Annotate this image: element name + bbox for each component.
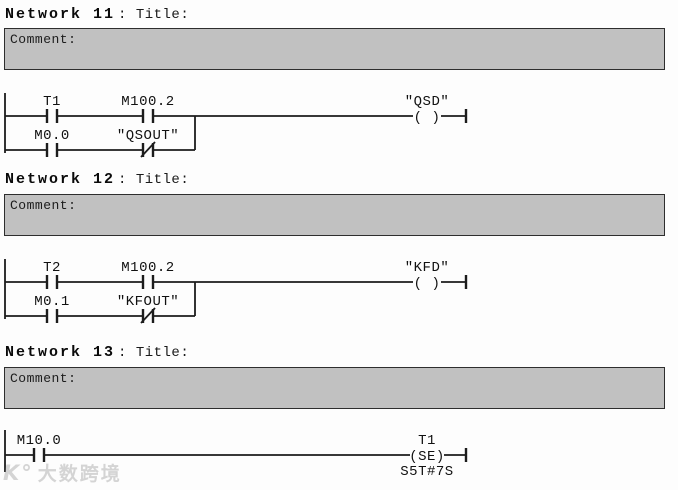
network-name[interactable]: Network 11	[5, 6, 116, 23]
rung-wires	[5, 281, 466, 317]
no-contact-m10-0[interactable]: M10.0	[17, 433, 62, 462]
se-timer-coil-t1[interactable]: T1 (SE) S5T#7S	[400, 433, 453, 480]
no-contact-m100-2[interactable]: M100.2	[121, 260, 174, 289]
comment-label[interactable]: Comment:	[10, 32, 77, 47]
output-coil-kfd[interactable]: "KFD" ( )	[405, 260, 450, 292]
se-coil-symbol[interactable]: (SE)	[409, 449, 445, 465]
network-12-comment-box[interactable]: Comment:	[4, 194, 665, 236]
watermark-text: 大数跨境	[37, 463, 122, 485]
network-title[interactable]: : Title:	[118, 172, 190, 188]
no-contact-t2[interactable]: T2	[43, 260, 61, 289]
network-13-rung: M10.0 T1 (SE) S5T#7S	[4, 430, 468, 480]
contact-operand-label[interactable]: "KFOUT"	[117, 294, 179, 310]
timer-operand-label[interactable]: T1	[418, 433, 436, 449]
contact-operand-label[interactable]: M10.0	[17, 433, 62, 449]
watermark: K°大数跨境	[3, 459, 122, 486]
network-title[interactable]: : Title:	[118, 345, 190, 361]
network-11-comment-box[interactable]: Comment:	[4, 28, 665, 70]
network-13-comment-box[interactable]: Comment:	[4, 367, 665, 409]
contact-operand-label[interactable]: M100.2	[121, 260, 174, 276]
network-12-header: Network 12: Title:	[5, 170, 189, 188]
rung-wires	[5, 115, 466, 151]
comment-label[interactable]: Comment:	[10, 198, 77, 213]
coil-operand-label[interactable]: "KFD"	[405, 260, 450, 276]
contact-operand-label[interactable]: M0.0	[34, 128, 70, 144]
timer-duration-value[interactable]: S5T#7S	[400, 464, 453, 480]
nc-contact-qsout[interactable]: "QSOUT"	[117, 128, 179, 158]
nc-contact-kfout[interactable]: "KFOUT"	[117, 294, 179, 324]
output-coil-qsd[interactable]: "QSD" ( )	[405, 94, 450, 126]
no-contact-m100-2[interactable]: M100.2	[121, 94, 174, 123]
coil-symbol[interactable]: ( )	[414, 276, 441, 292]
contact-operand-label[interactable]: "QSOUT"	[117, 128, 179, 144]
watermark-logo-icon: K°	[3, 461, 34, 485]
contact-operand-label[interactable]: M0.1	[34, 294, 70, 310]
coil-operand-label[interactable]: "QSD"	[405, 94, 450, 110]
network-title[interactable]: : Title:	[118, 7, 190, 23]
coil-symbol[interactable]: ( )	[414, 110, 441, 126]
contact-operand-label[interactable]: T2	[43, 260, 61, 276]
no-contact-m0-0[interactable]: M0.0	[34, 128, 70, 157]
network-13-header: Network 13: Title:	[5, 343, 189, 361]
network-name[interactable]: Network 13	[5, 344, 116, 361]
comment-label[interactable]: Comment:	[10, 371, 77, 386]
network-11-header: Network 11: Title:	[5, 5, 189, 23]
network-12-rung: T2 M100.2 M0.1 "KFOUT" "KFD" ( )	[4, 259, 468, 324]
network-name[interactable]: Network 12	[5, 171, 116, 188]
contact-operand-label[interactable]: M100.2	[121, 94, 174, 110]
network-11-rung: T1 M100.2 M0.0 "QSOUT" "QSD" ( )	[4, 93, 468, 158]
no-contact-t1[interactable]: T1	[43, 94, 61, 123]
contact-operand-label[interactable]: T1	[43, 94, 61, 110]
no-contact-m0-1[interactable]: M0.1	[34, 294, 70, 323]
